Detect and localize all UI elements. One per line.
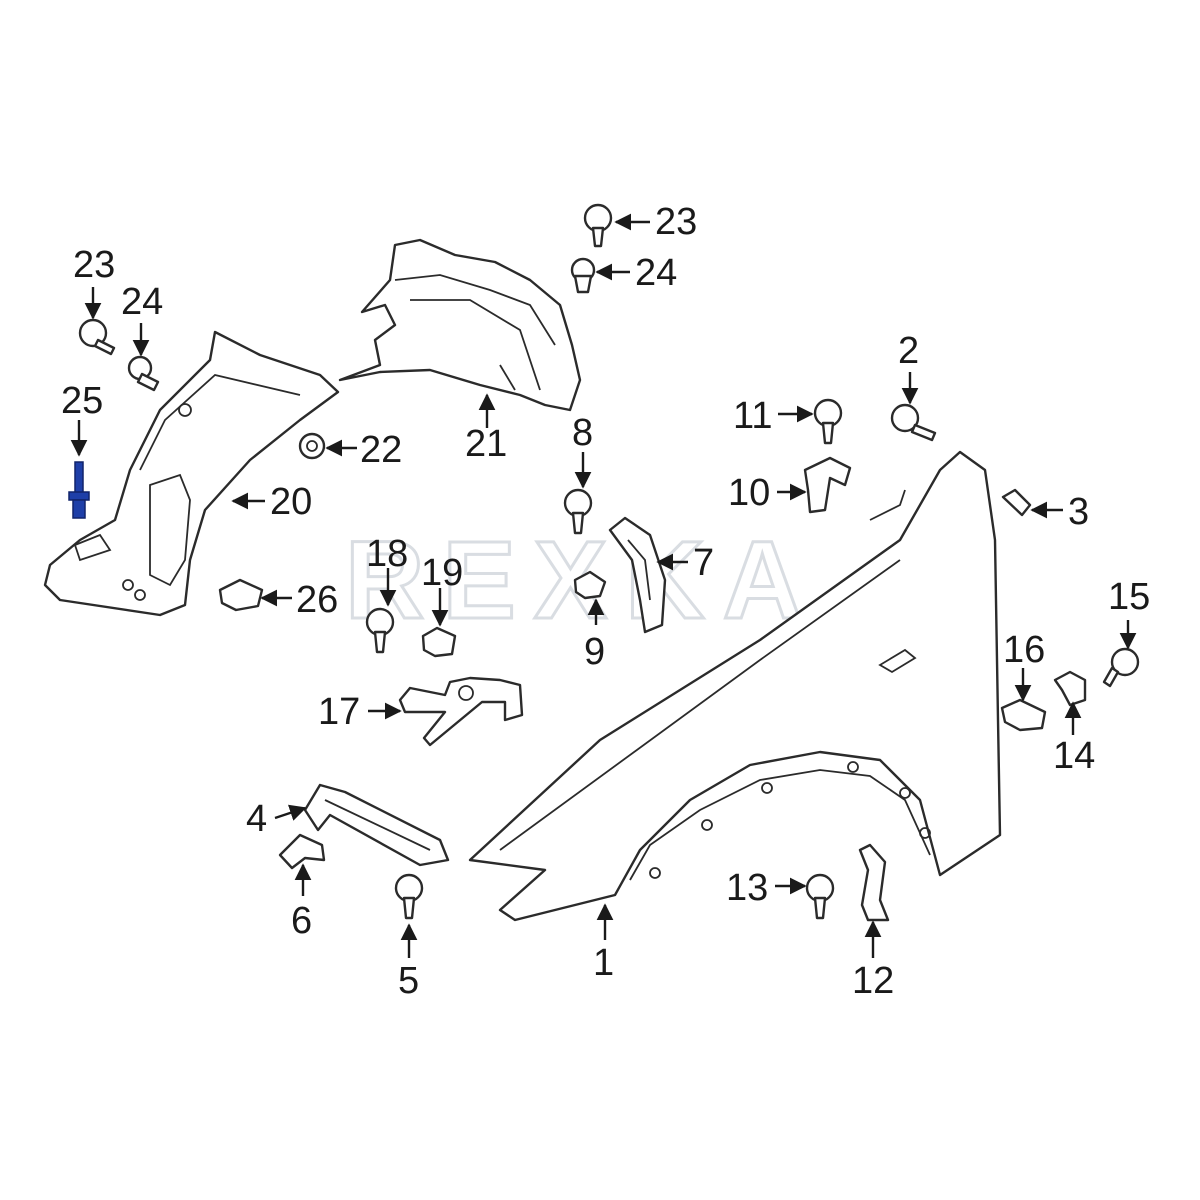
callout-label: 1 — [593, 942, 614, 984]
callout-label: 5 — [398, 960, 419, 1002]
callout-label: 17 — [318, 691, 360, 733]
nut-part-19 — [421, 626, 457, 658]
callout-label: 21 — [465, 423, 507, 465]
rivet-part-3 — [1001, 488, 1032, 517]
callout-labels: 1 2 3 4 5 6 7 8 9 10 11 12 13 14 15 16 1… — [61, 201, 1150, 1002]
callout-label: 16 — [1003, 629, 1045, 671]
callout-label: 9 — [584, 631, 605, 673]
callout-label: 25 — [61, 380, 103, 422]
pad-part-6 — [278, 833, 326, 870]
screw-part-18 — [365, 607, 395, 654]
nut-part-26 — [218, 578, 264, 612]
screw-part-11 — [813, 398, 843, 445]
screw-part-13 — [805, 873, 835, 920]
bolt-part-24-left — [127, 355, 160, 392]
nut-part-16 — [1000, 698, 1047, 732]
callout-label: 10 — [728, 472, 770, 514]
screw-part-23-upper — [583, 203, 613, 248]
bracket-part-7 — [608, 516, 667, 634]
callout-label: 2 — [898, 330, 919, 372]
wheel-liner-part-20 — [43, 330, 340, 617]
nut-part-9 — [573, 570, 607, 600]
callout-label: 24 — [635, 252, 677, 294]
callout-label: 14 — [1053, 735, 1095, 777]
stud-part-25 — [68, 461, 90, 519]
screw-part-23-left — [78, 318, 116, 356]
callout-label: 23 — [73, 244, 115, 286]
callout-label: 6 — [291, 900, 312, 942]
bracket-part-12 — [858, 843, 890, 922]
clip-part-14 — [1053, 670, 1087, 707]
callout-label: 13 — [726, 867, 768, 909]
callout-label: 11 — [733, 395, 772, 437]
callout-label: 22 — [360, 429, 402, 471]
screw-part-5 — [394, 873, 424, 920]
callout-label: 8 — [572, 412, 593, 454]
callout-label: 15 — [1108, 576, 1150, 618]
callout-label: 18 — [366, 533, 408, 575]
callout-label: 7 — [693, 542, 714, 584]
watermark-text: REXKA — [345, 519, 820, 642]
bolt-part-24-upper — [570, 257, 596, 294]
bracket-part-10 — [803, 456, 852, 514]
screw-part-2 — [890, 403, 937, 442]
screw-part-15 — [1102, 647, 1140, 688]
nut-part-22 — [298, 432, 326, 460]
callout-label: 24 — [121, 281, 163, 323]
callout-label: 4 — [246, 798, 267, 840]
wheel-liner-part-21 — [338, 238, 582, 412]
bracket-part-17 — [398, 676, 524, 747]
callout-label: 19 — [421, 552, 463, 594]
callout-label: 20 — [270, 481, 312, 523]
callout-label: 23 — [655, 201, 697, 243]
screw-part-8 — [563, 488, 593, 535]
leader-arrows — [70, 213, 1137, 958]
callout-label: 12 — [852, 960, 894, 1002]
callout-label: 26 — [296, 579, 338, 621]
callout-label: 3 — [1068, 491, 1089, 533]
fender-part-1 — [468, 450, 1002, 922]
bracket-part-4 — [303, 783, 450, 867]
